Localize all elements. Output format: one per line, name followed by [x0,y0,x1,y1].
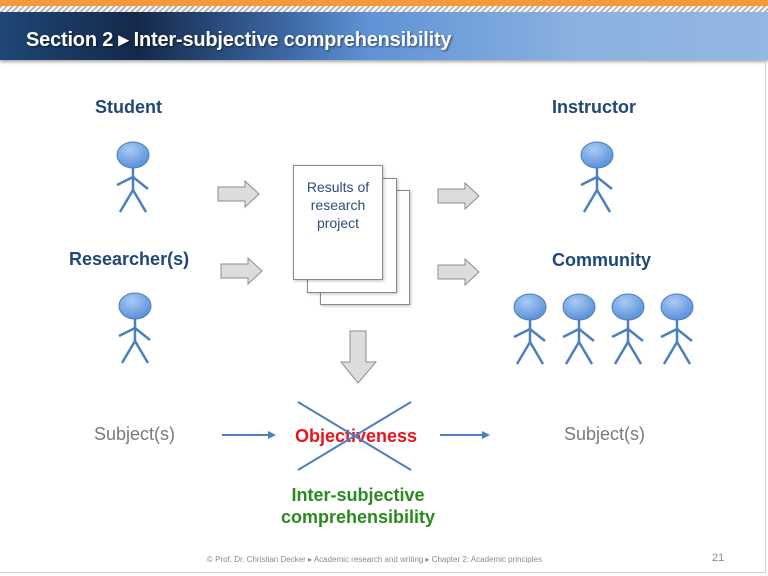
right-arrow-icon [217,180,260,208]
subject-left-label: Subject(s) [94,424,176,444]
community-figure-icon [512,292,548,366]
community-figure-icon [610,292,646,366]
subject-right-label: Subject(s) [564,424,646,444]
slide-title: Section 2 ▸ Inter-subjective comprehensi… [26,29,452,51]
student-label: Student [95,97,162,117]
community-figure-icon [561,292,597,366]
right-arrow-icon [220,257,263,285]
thin-arrow-icon [222,431,276,439]
slide-frame-right [765,60,766,572]
page-number: 21 [712,552,725,564]
student-figure-icon [115,140,151,214]
top-accent-bar [0,0,768,6]
researcher-figure-icon [117,291,153,365]
instructor-label: Instructor [552,97,637,117]
slide-frame-bottom [0,572,766,573]
footer-credit: © Prof. Dr. Christian Decker ▸ Academic … [207,555,542,564]
document-text: Results of research project [306,179,370,231]
down-arrow-icon [340,330,378,384]
community-label: Community [552,250,651,270]
right-arrow-icon [437,258,480,286]
hatch-stripe [0,6,768,12]
inter-subjective-term: Inter-subjective comprehensibility [280,485,436,527]
thin-arrow-icon [440,431,490,439]
instructor-figure-icon [579,140,615,214]
right-arrow-icon [437,182,480,210]
slide-header: Section 2 ▸ Inter-subjective comprehensi… [0,12,768,60]
results-document: Results of research project [293,165,383,280]
cross-out-icon [297,401,412,471]
researcher-label: Researcher(s) [69,249,190,269]
community-figure-icon [659,292,695,366]
